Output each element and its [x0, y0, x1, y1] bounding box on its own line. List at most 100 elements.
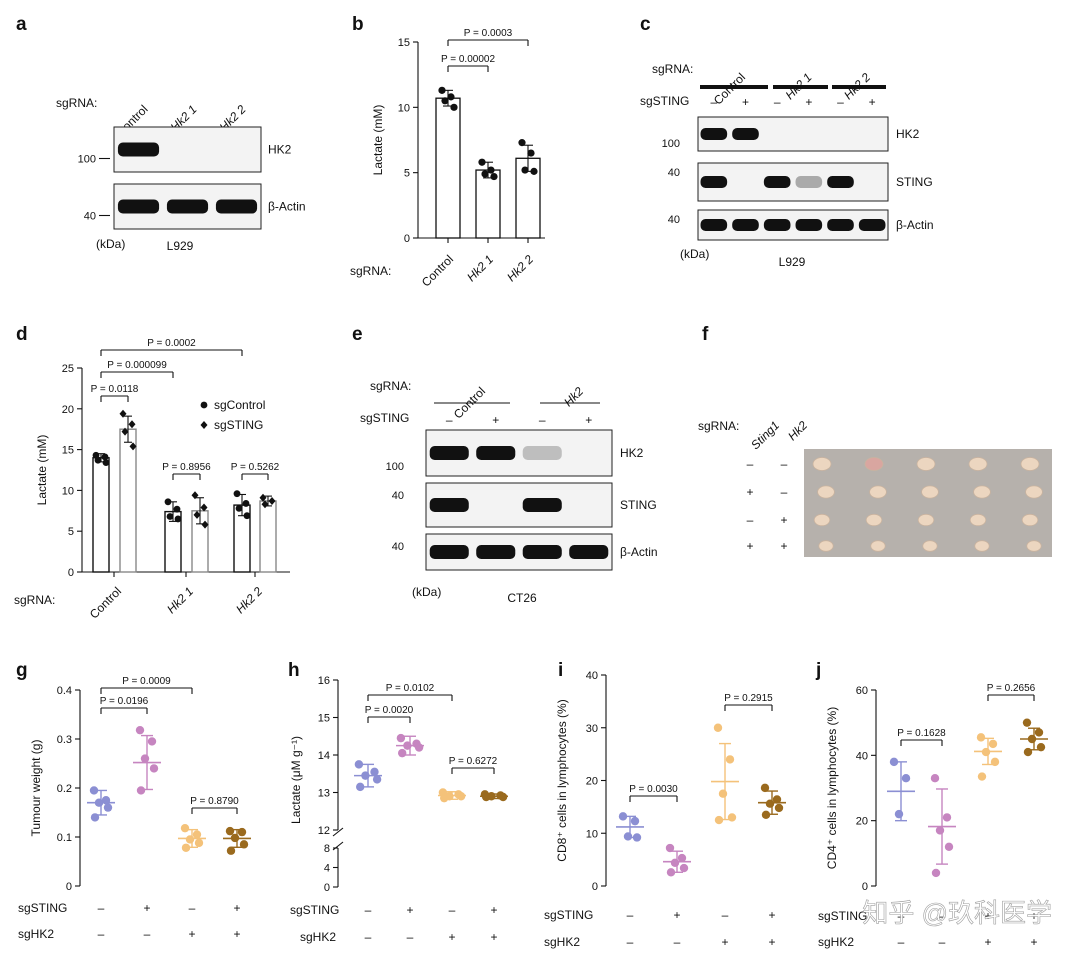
- p-value-label: P = 0.000099: [107, 360, 167, 371]
- data-point: [102, 459, 110, 467]
- data-point: [361, 771, 370, 780]
- genotype-sign: +: [780, 539, 787, 553]
- row-label: sgSTING: [544, 908, 593, 922]
- panel-label: i: [558, 660, 563, 681]
- row-label: sgRNA:: [14, 593, 55, 607]
- data-point: [976, 733, 986, 742]
- data-point: [119, 409, 127, 418]
- column-label: Sting1: [748, 418, 782, 452]
- data-point: [440, 793, 449, 803]
- blot-band: [700, 128, 728, 140]
- panel-label: j: [815, 660, 821, 681]
- p-value-label: P = 0.0118: [91, 384, 139, 395]
- genotype-sign: –: [781, 485, 788, 499]
- blot-strip: [697, 209, 889, 241]
- genotype-sign: +: [780, 513, 787, 527]
- cell-line-label: L929: [167, 239, 194, 253]
- row-label: sgRNA:: [652, 62, 693, 76]
- condition-sign: –: [939, 935, 946, 949]
- data-point: [181, 843, 191, 852]
- significance-bracket: P = 0.0003: [447, 28, 529, 46]
- row-label: sgRNA:: [370, 379, 411, 393]
- p-value-label: P = 0.8956: [162, 462, 211, 473]
- blot-band: [476, 545, 516, 559]
- blot-band: [117, 199, 160, 214]
- data-point: [372, 775, 382, 784]
- data-point: [398, 748, 407, 758]
- data-point: [233, 490, 241, 498]
- group-bar: [773, 85, 828, 89]
- sting-sign: –: [539, 413, 546, 427]
- cell-line-label: CT26: [507, 591, 537, 605]
- axis-break-mark: [332, 827, 344, 837]
- legend-marker-circle: [200, 401, 208, 409]
- condition-sign: +: [188, 927, 195, 941]
- tumour: [917, 513, 935, 527]
- blot-strip: [697, 162, 889, 202]
- data-point: [944, 842, 954, 851]
- data-point: [727, 813, 737, 822]
- data-point: [101, 453, 109, 461]
- data-point: [761, 810, 771, 819]
- significance-bracket: P = 0.000099: [100, 360, 174, 378]
- mw-marker: 40: [392, 541, 404, 553]
- data-point: [487, 166, 495, 174]
- data-point: [490, 172, 498, 181]
- p-value-label: P = 0.5262: [231, 462, 280, 473]
- row-label-2: sgSTING: [640, 94, 689, 108]
- data-point: [1022, 718, 1032, 727]
- data-point: [623, 832, 633, 841]
- y-axis-title: CD4⁺ cells in lymphocytes (%): [825, 707, 839, 869]
- data-point: [191, 491, 199, 500]
- tumour: [974, 540, 990, 552]
- data-point: [128, 420, 136, 429]
- tumour: [921, 485, 939, 499]
- condition-sign: +: [448, 930, 455, 944]
- data-point: [268, 497, 276, 506]
- data-point: [481, 170, 489, 178]
- data-point: [718, 789, 728, 798]
- significance-bracket: P = 0.0009: [100, 676, 193, 694]
- data-point: [670, 858, 680, 867]
- data-point: [356, 782, 365, 792]
- mw-marker: 100: [386, 461, 404, 473]
- y-tick-label: 20: [586, 776, 598, 788]
- blot-band: [763, 176, 791, 188]
- data-point: [935, 826, 945, 835]
- blot-band: [429, 446, 469, 460]
- condition-sign: +: [1030, 909, 1037, 923]
- p-value-label: P = 0.0002: [147, 338, 196, 349]
- blot-band: [522, 446, 562, 460]
- data-point: [261, 500, 269, 509]
- panel-label: e: [352, 324, 363, 345]
- data-point: [242, 500, 250, 507]
- data-point: [235, 504, 243, 512]
- data-point: [713, 723, 723, 732]
- significance-bracket: P = 0.8790: [190, 796, 239, 814]
- condition-sign: –: [898, 935, 905, 949]
- y-tick-label: 15: [318, 713, 330, 725]
- tumour: [916, 457, 936, 471]
- data-point: [1023, 747, 1033, 757]
- condition-sign: +: [768, 935, 775, 949]
- row-label: sgHK2: [18, 927, 54, 941]
- mw-marker: 40: [84, 211, 96, 223]
- y-tick-label: 40: [856, 750, 868, 762]
- data-point: [101, 796, 111, 805]
- data-point: [478, 158, 486, 166]
- data-point: [530, 167, 538, 175]
- data-point: [243, 512, 251, 520]
- cell-line-label: L929: [779, 255, 806, 269]
- data-point: [438, 86, 446, 94]
- blot-band: [476, 446, 516, 460]
- band-name: HK2: [620, 446, 644, 460]
- p-value-label: P = 0.0102: [386, 683, 435, 694]
- y-axis-title: CD8⁺ cells in lymphocytes (%): [555, 699, 569, 861]
